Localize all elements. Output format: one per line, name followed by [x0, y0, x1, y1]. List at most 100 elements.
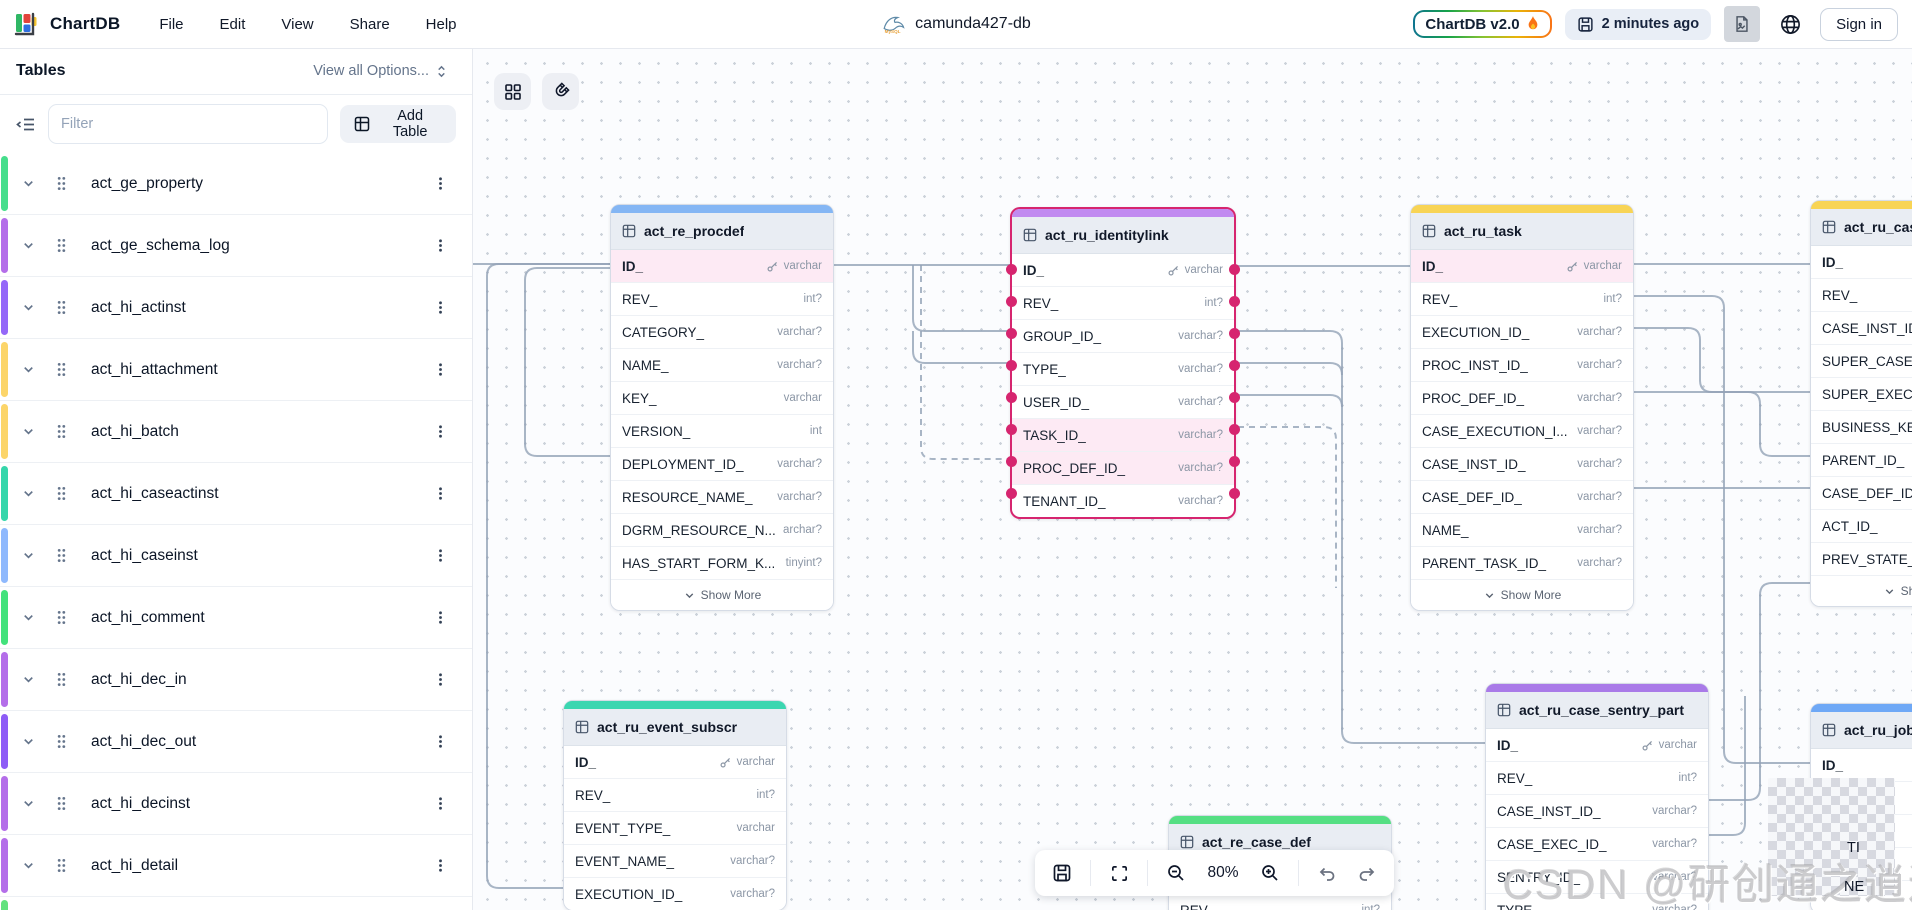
- zoom-level[interactable]: 80%: [1207, 864, 1239, 881]
- field-row-CASE_INST_ID_[interactable]: CASE_INST_ID_: [1811, 312, 1912, 345]
- drag-handle-icon[interactable]: [55, 671, 68, 688]
- table-menu-button[interactable]: [433, 672, 448, 687]
- zoom-out-button[interactable]: [1157, 854, 1195, 892]
- chevron-down-icon[interactable]: [21, 548, 36, 563]
- connection-dot[interactable]: [1006, 487, 1017, 499]
- diagram-table-act_ru_cas[interactable]: act_ru_casID_REV_CASE_INST_ID_SUPER_CASE…: [1810, 200, 1912, 607]
- sidebar-item-act_hi_comment[interactable]: act_hi_comment: [0, 587, 472, 649]
- field-row-CASE_EXECUTION_I...[interactable]: CASE_EXECUTION_I...varchar?: [1411, 415, 1633, 448]
- connection-dot[interactable]: [1006, 327, 1017, 339]
- drag-handle-icon[interactable]: [55, 423, 68, 440]
- table-menu-button[interactable]: [433, 486, 448, 501]
- field-row-TYPE_[interactable]: TYPE_varchar?: [1012, 353, 1234, 386]
- field-row-TASK_ID_[interactable]: TASK_ID_varchar?: [1012, 419, 1234, 452]
- save-button[interactable]: [1043, 854, 1081, 892]
- chevron-down-icon[interactable]: [21, 300, 36, 315]
- field-row-REV_[interactable]: REV_int?: [1486, 762, 1708, 795]
- table-header[interactable]: act_ru_cas: [1811, 209, 1912, 246]
- table-menu-button[interactable]: [433, 424, 448, 439]
- field-row-ID_[interactable]: ID_: [1811, 246, 1912, 279]
- filter-input[interactable]: [48, 104, 329, 144]
- chevron-down-icon[interactable]: [21, 176, 36, 191]
- field-row-PARENT_ID_[interactable]: PARENT_ID_: [1811, 444, 1912, 477]
- table-menu-button[interactable]: [433, 238, 448, 253]
- connection-dot[interactable]: [1229, 359, 1240, 371]
- chevron-down-icon[interactable]: [21, 610, 36, 625]
- collapse-list-icon[interactable]: [16, 116, 36, 133]
- database-title[interactable]: MySQL camunda427-db: [881, 0, 1031, 48]
- field-row-CASE_INST_ID_[interactable]: CASE_INST_ID_varchar?: [1486, 795, 1708, 828]
- fit-view-button[interactable]: [1100, 854, 1138, 892]
- show-more-button[interactable]: Show More: [611, 580, 833, 610]
- field-row-SUPER_CASE_[interactable]: SUPER_CASE_: [1811, 345, 1912, 378]
- field-row-NAME_[interactable]: NAME_varchar?: [1411, 514, 1633, 547]
- magnet-snap-button[interactable]: [542, 73, 579, 110]
- connection-dot[interactable]: [1229, 263, 1240, 275]
- table-menu-button[interactable]: [433, 734, 448, 749]
- field-row-CASE_DEF_ID_[interactable]: CASE_DEF_ID_varchar?: [1411, 481, 1633, 514]
- chevron-down-icon[interactable]: [21, 858, 36, 873]
- connection-dot[interactable]: [1229, 455, 1240, 467]
- field-row-HAS_START_FORM_K...[interactable]: HAS_START_FORM_K...tinyint?: [611, 547, 833, 580]
- connection-dot[interactable]: [1006, 455, 1017, 467]
- sidebar-item-act_hi_caseinst[interactable]: act_hi_caseinst: [0, 525, 472, 587]
- sidebar-item-act_hi_ext_task_log[interactable]: act_hi_ext_task_log: [0, 897, 472, 910]
- table-menu-button[interactable]: [433, 300, 448, 315]
- field-row-PARENT_TASK_ID_[interactable]: PARENT_TASK_ID_varchar?: [1411, 547, 1633, 580]
- sidebar-item-act_hi_batch[interactable]: act_hi_batch: [0, 401, 472, 463]
- sidebar-item-act_hi_dec_out[interactable]: act_hi_dec_out: [0, 711, 472, 773]
- field-row-BUSINESS_KE[interactable]: BUSINESS_KE: [1811, 411, 1912, 444]
- field-row-PREV_STATE_[interactable]: PREV_STATE_: [1811, 543, 1912, 576]
- menu-share[interactable]: Share: [349, 15, 390, 33]
- drag-handle-icon[interactable]: [55, 857, 68, 874]
- drag-handle-icon[interactable]: [55, 609, 68, 626]
- table-header[interactable]: act_ru_job: [1811, 712, 1912, 749]
- drag-handle-icon[interactable]: [55, 733, 68, 750]
- table-menu-button[interactable]: [433, 176, 448, 191]
- menu-edit[interactable]: Edit: [219, 15, 246, 33]
- chevron-down-icon[interactable]: [21, 424, 36, 439]
- add-table-button[interactable]: Add Table: [340, 105, 456, 143]
- field-row-DGRM_RESOURCE_N...[interactable]: DGRM_RESOURCE_N...archar?: [611, 514, 833, 547]
- menu-help[interactable]: Help: [425, 15, 457, 33]
- table-menu-button[interactable]: [433, 548, 448, 563]
- connection-dot[interactable]: [1006, 391, 1017, 403]
- table-header[interactable]: act_re_procdef: [611, 213, 833, 250]
- table-header[interactable]: act_ru_event_subscr: [564, 709, 786, 746]
- chevron-down-icon[interactable]: [21, 672, 36, 687]
- drag-handle-icon[interactable]: [55, 237, 68, 254]
- field-row-ID_[interactable]: ID_varchar: [1486, 729, 1708, 762]
- chevron-down-icon[interactable]: [21, 734, 36, 749]
- field-row-ID_[interactable]: ID_varchar: [611, 250, 833, 283]
- table-header[interactable]: act_ru_case_sentry_part: [1486, 692, 1708, 729]
- field-row-RESOURCE_NAME_[interactable]: RESOURCE_NAME_varchar?: [611, 481, 833, 514]
- field-row-CASE_INST_ID_[interactable]: CASE_INST_ID_varchar?: [1411, 448, 1633, 481]
- menu-file[interactable]: File: [159, 15, 184, 33]
- field-row-REV_[interactable]: REV_int?: [1411, 283, 1633, 316]
- field-row-GROUP_ID_[interactable]: GROUP_ID_varchar?: [1012, 320, 1234, 353]
- drag-handle-icon[interactable]: [55, 175, 68, 192]
- connection-dot[interactable]: [1006, 359, 1017, 371]
- field-row-TYPE_[interactable]: TYPE_varchar?: [1486, 894, 1708, 910]
- sidebar-item-act_hi_attachment[interactable]: act_hi_attachment: [0, 339, 472, 401]
- table-menu-button[interactable]: [433, 858, 448, 873]
- chevron-down-icon[interactable]: [21, 486, 36, 501]
- connection-dot[interactable]: [1229, 391, 1240, 403]
- connection-dot[interactable]: [1006, 263, 1017, 275]
- field-row-CASE_DEF_ID_[interactable]: CASE_DEF_ID_: [1811, 477, 1912, 510]
- connection-dot[interactable]: [1229, 295, 1240, 307]
- zoom-in-button[interactable]: [1251, 854, 1289, 892]
- field-row-REV_[interactable]: REV_int?: [611, 283, 833, 316]
- field-row-SENTRY_ID_[interactable]: SENTRY_ID_varchar?: [1486, 861, 1708, 894]
- sidebar-item-act_hi_detail[interactable]: act_hi_detail: [0, 835, 472, 897]
- drag-handle-icon[interactable]: [55, 485, 68, 502]
- field-row-USER_ID_[interactable]: USER_ID_varchar?: [1012, 386, 1234, 419]
- field-row-REV_[interactable]: REV_int?: [564, 779, 786, 812]
- field-row-PROC_INST_ID_[interactable]: PROC_INST_ID_varchar?: [1411, 349, 1633, 382]
- field-row-ID_[interactable]: ID_varchar: [564, 746, 786, 779]
- field-row-CASE_EXEC_ID_[interactable]: CASE_EXEC_ID_varchar?: [1486, 828, 1708, 861]
